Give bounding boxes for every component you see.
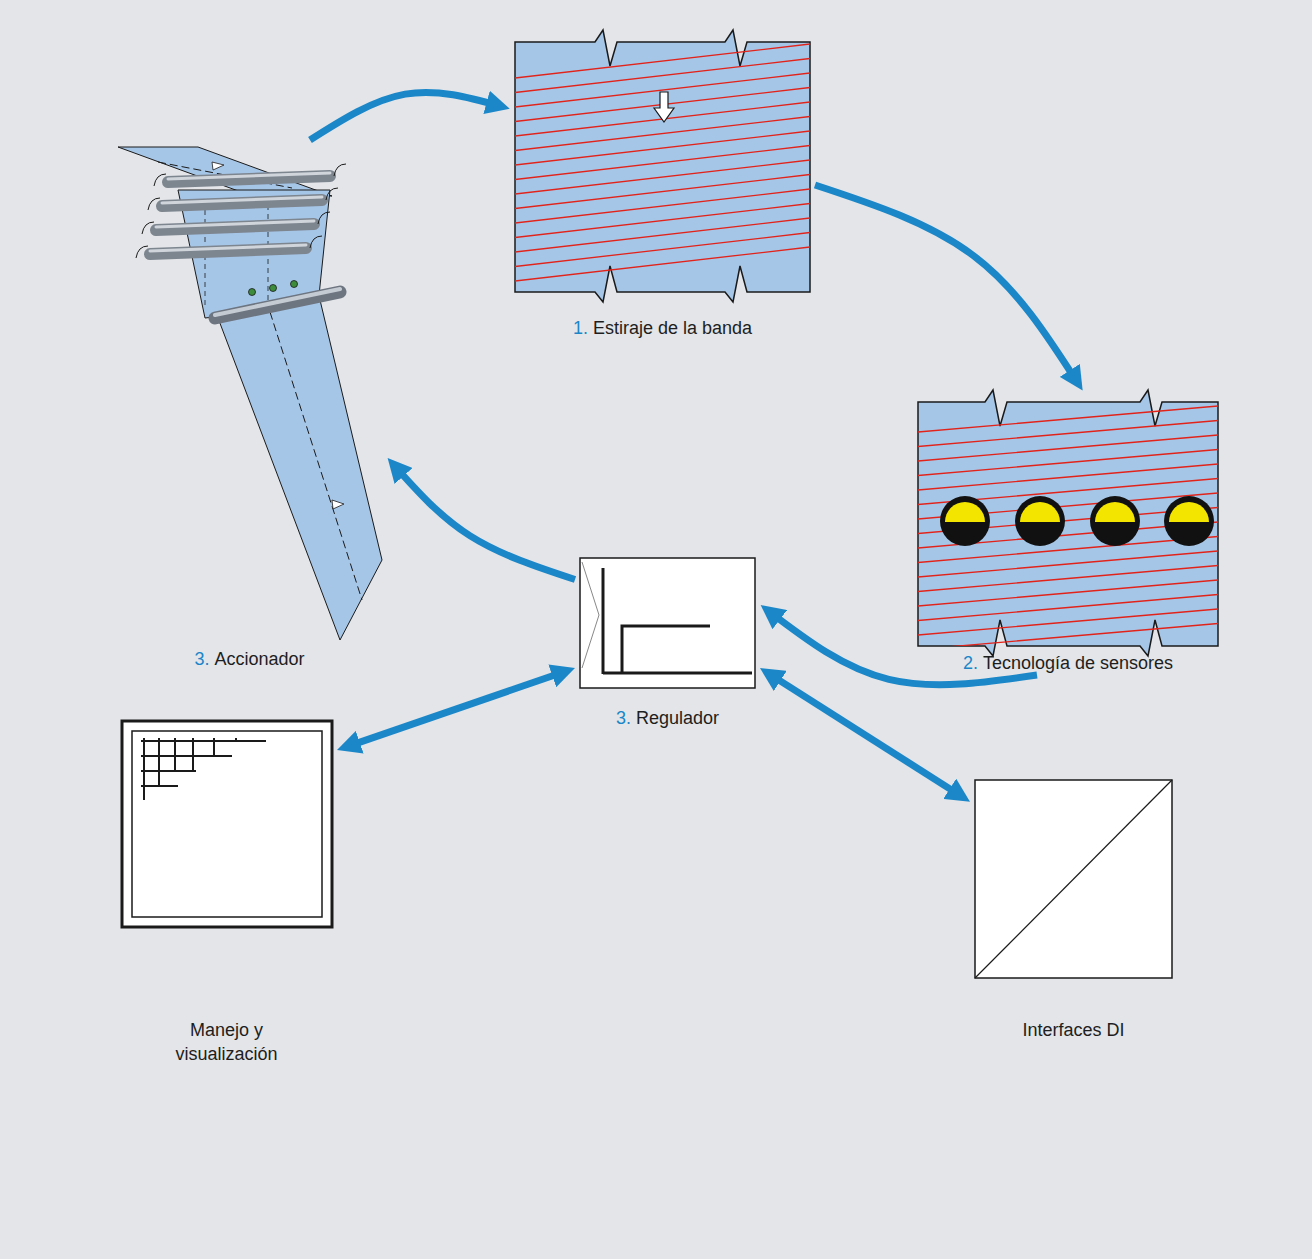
flow-arrow [815,185,1078,383]
sensor-figure: 2.Tecnología de sensores [913,390,1223,675]
web-thread [918,450,1218,476]
step-number: 1. [573,318,588,338]
flow-arrow [768,611,1037,685]
web-thread [515,160,810,194]
fabric-web [515,30,810,302]
web-thread [918,421,1218,447]
node-label: Regulador [636,708,719,728]
caption: 2.Tecnología de sensores [913,651,1223,675]
roller-highlight [162,197,322,203]
sensor-face [945,502,985,522]
interface-box: Interfaces DI [970,775,1177,1042]
node-label: Accionador [214,649,304,669]
stretch-figure: 1.Estiraje de la banda [510,30,815,340]
sensor-face [1020,502,1060,522]
web-thread [918,566,1218,592]
caption: 3.Regulador [575,706,760,730]
figure-space [575,553,760,706]
web-thread [918,609,1218,635]
web-thread [515,204,810,238]
flow-arrow [394,465,575,580]
controller-box: 3.Regulador [575,553,760,730]
rotation-mark [154,174,166,186]
web-thread [918,551,1218,577]
step-number: 3. [616,708,631,728]
web-thread [515,117,810,151]
roller-highlight [168,173,330,179]
figure-space [112,140,387,647]
node-label: Manejo y visualización [175,1020,277,1064]
web-thread [515,146,810,180]
sensor [940,496,990,546]
display-icon [122,721,332,927]
web-thread [918,624,1218,647]
sensor-face [1169,502,1209,522]
web-thread [515,59,810,93]
web-thread [515,44,810,78]
web-thread [515,189,810,223]
step-number: 2. [963,653,978,673]
sensor [1164,496,1214,546]
interface-icon [975,780,1172,978]
web-thread [918,464,1218,490]
node-label: Estiraje de la banda [593,318,752,338]
caption: Interfaces DI [970,1018,1177,1042]
actuator-rollers [118,147,382,640]
web-thread [918,595,1218,621]
web-thread [515,247,810,281]
web-thread [515,218,810,252]
flow-arrow [768,673,963,797]
web-thread [515,233,810,267]
node-label: Tecnología de sensores [983,653,1173,673]
rotation-mark [334,164,346,176]
sensor [1015,496,1065,546]
figure-space [913,390,1223,651]
fabric-web-sensors [918,390,1218,656]
roller-highlight [150,245,306,251]
rotation-mark [310,236,322,248]
rotation-mark [148,198,160,210]
web-thread [515,175,810,209]
node-label: Interfaces DI [1022,1020,1124,1040]
caption: Manejo y visualización [162,1018,292,1066]
step-number: 3. [194,649,209,669]
web-thread [918,406,1218,432]
flow-arrow [310,92,501,140]
web-thread [515,88,810,122]
regulator-icon [580,558,755,688]
web-thread [918,435,1218,461]
web-thread [515,131,810,165]
rotation-mark [142,222,154,234]
actuator-figure: 3.Accionador [112,140,387,671]
web-thread [918,580,1218,606]
rotation-mark [326,188,338,200]
rotation-mark [136,246,148,258]
rotation-mark [318,212,330,224]
figure-space [116,715,337,1018]
figure-space [970,775,1177,1018]
figure-space [510,30,815,316]
caption: 1.Estiraje de la banda [510,316,815,340]
roller-highlight [156,221,314,227]
caption: 3.Accionador [112,647,387,671]
sensor-face [1095,502,1135,522]
sensor [1090,496,1140,546]
hmi-box: Manejo y visualización [116,715,337,1066]
flow-arrow [346,671,567,747]
